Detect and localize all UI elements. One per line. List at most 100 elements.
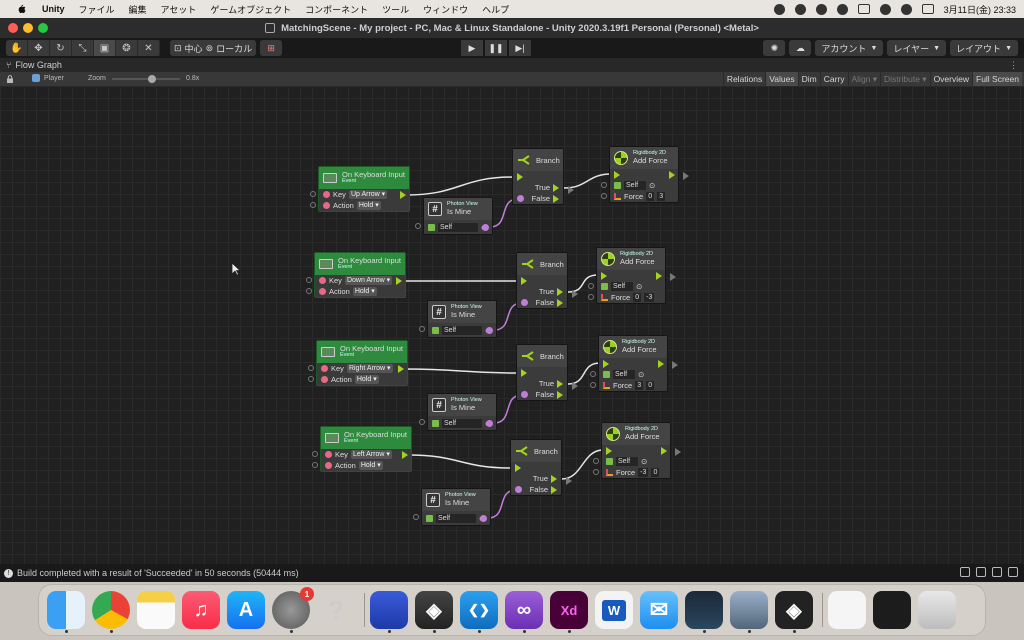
enter-input-port[interactable] — [603, 359, 609, 368]
key-dropdown[interactable]: Up Arrow ▾ — [348, 190, 388, 199]
menu-file[interactable]: ファイル — [78, 4, 115, 15]
graph-option-values[interactable]: Values — [765, 72, 798, 86]
enter-input-port[interactable] — [606, 446, 612, 455]
creative-cloud-icon[interactable] — [794, 3, 806, 15]
steam-app[interactable] — [685, 591, 723, 629]
check-icon[interactable] — [1008, 567, 1018, 577]
graph-option-full-screen[interactable]: Full Screen — [972, 72, 1022, 86]
self-target-field[interactable]: Self — [438, 222, 478, 232]
enter-input-port[interactable] — [601, 271, 607, 280]
external-input-port[interactable] — [588, 283, 594, 289]
condition-input-pin[interactable] — [517, 195, 524, 202]
visual-studio-app[interactable]: ∞ — [505, 591, 543, 629]
trash-app[interactable] — [918, 591, 956, 629]
external-input-port[interactable] — [593, 469, 599, 475]
word-tool-app[interactable] — [370, 591, 408, 629]
transform-tool-button[interactable]: ❂ — [116, 40, 138, 56]
false-external-port[interactable] — [568, 186, 574, 194]
music-app[interactable]: ♫ — [182, 591, 220, 629]
force-x-field[interactable]: 3 — [635, 381, 644, 390]
collab-button[interactable]: ✺ — [763, 40, 786, 56]
layout-dropdown[interactable]: レイアウト▼ — [950, 40, 1018, 56]
terminal-window-app[interactable] — [873, 591, 911, 629]
layers-stack-icon[interactable] — [976, 567, 986, 577]
finder-app[interactable] — [47, 591, 85, 629]
exit-output-port[interactable] — [669, 170, 675, 179]
layers-dropdown[interactable]: レイヤー▼ — [887, 40, 947, 56]
external-input-port[interactable] — [308, 376, 314, 382]
close-window-button[interactable] — [8, 23, 18, 33]
notes-app[interactable] — [137, 591, 175, 629]
zoom-slider[interactable] — [112, 75, 180, 83]
enter-input-port[interactable] — [521, 276, 527, 285]
enter-input-port[interactable] — [614, 170, 620, 179]
exit-output-port[interactable] — [656, 271, 662, 280]
step-button[interactable]: ▶| — [509, 40, 531, 56]
help-app[interactable]: ? — [317, 591, 355, 629]
target-picker-icon[interactable]: ⊙ — [638, 370, 645, 379]
pivot-toggle[interactable]: ⊡ 中心 ⊚ ローカル — [170, 40, 257, 56]
mail-app[interactable]: ✉ — [640, 591, 678, 629]
force-y-field[interactable]: 0 — [651, 468, 660, 477]
action-input-pin[interactable] — [321, 376, 328, 383]
external-input-port[interactable] — [312, 451, 318, 457]
external-input-port[interactable] — [306, 288, 312, 294]
menu-tools[interactable]: ツール — [382, 4, 410, 15]
exit-output-port[interactable] — [661, 446, 667, 455]
graph-option-align[interactable]: Align ▾ — [847, 72, 881, 86]
is-mine-output-pin[interactable] — [486, 419, 493, 427]
trigger-output-port[interactable] — [402, 450, 408, 459]
action-input-pin[interactable] — [325, 462, 332, 469]
key-dropdown[interactable]: Down Arrow ▾ — [344, 276, 393, 285]
menu-component[interactable]: コンポーネント — [305, 4, 369, 15]
wifi-icon[interactable] — [879, 3, 891, 15]
tab-menu-icon[interactable]: ⋮ — [1009, 59, 1018, 70]
expand-icon[interactable] — [992, 567, 1002, 577]
input-method-icon[interactable] — [857, 4, 870, 14]
self-target-field[interactable]: Self — [611, 282, 633, 291]
false-output-port[interactable] — [557, 390, 563, 399]
menu-help[interactable]: ヘルプ — [482, 4, 510, 15]
false-output-port[interactable] — [551, 485, 557, 494]
external-input-port[interactable] — [308, 365, 314, 371]
pause-button[interactable]: ❚❚ — [485, 40, 507, 56]
menu-clock[interactable]: 3月11日(金) 23:33 — [943, 4, 1016, 15]
true-output-port[interactable] — [553, 183, 559, 192]
app-store-app[interactable]: A — [227, 591, 265, 629]
self-target-field[interactable]: Self — [624, 181, 646, 190]
self-target-field[interactable]: Self — [442, 325, 482, 335]
status-message[interactable]: Build completed with a result of 'Succee… — [17, 568, 299, 578]
exit-external-port[interactable] — [672, 361, 678, 369]
external-input-port[interactable] — [312, 462, 318, 468]
graph-option-dim[interactable]: Dim — [797, 72, 820, 86]
false-external-port[interactable] — [572, 382, 578, 390]
menu-gameobject[interactable]: ゲームオブジェクト — [210, 4, 292, 15]
word-app[interactable]: W — [595, 591, 633, 629]
condition-input-pin[interactable] — [521, 391, 528, 398]
external-input-port[interactable] — [601, 193, 607, 199]
enter-input-port[interactable] — [515, 463, 521, 472]
external-input-port[interactable] — [588, 294, 594, 300]
action-input-pin[interactable] — [323, 202, 330, 209]
key-dropdown[interactable]: Right Arrow ▾ — [346, 364, 393, 373]
false-output-port[interactable] — [557, 298, 563, 307]
quicktime-app[interactable] — [730, 591, 768, 629]
apple-menu-icon[interactable] — [14, 3, 28, 15]
preview-window-app[interactable] — [828, 591, 866, 629]
zoom-slider-handle[interactable] — [148, 75, 156, 83]
exit-external-port[interactable] — [670, 273, 676, 281]
key-input-pin[interactable] — [323, 191, 330, 198]
force-x-field[interactable]: 0 — [633, 293, 642, 302]
external-input-port[interactable] — [419, 419, 425, 425]
